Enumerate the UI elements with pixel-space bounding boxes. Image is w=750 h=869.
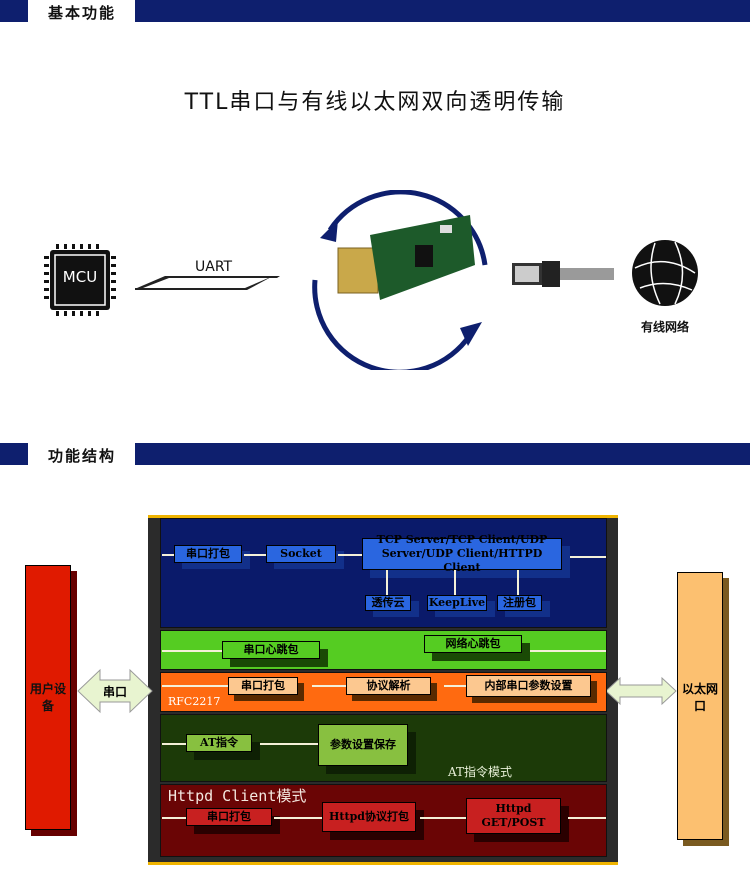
- arrow: [530, 650, 606, 652]
- arrow: [162, 685, 228, 687]
- arrow: [454, 570, 456, 595]
- network-heartbeat-box: 网络心跳包: [424, 635, 522, 653]
- cloud-box: 透传云: [365, 595, 411, 611]
- globe-network-icon: [632, 240, 698, 306]
- arrow: [162, 743, 186, 745]
- protocols-line2: Server/UDP Client/HTTPD Client: [381, 547, 543, 574]
- overview-title: TTL串口与有线以太网双向透明传输: [184, 90, 566, 115]
- header-marker: [0, 0, 28, 22]
- get-post-line1: Httpd: [495, 802, 532, 816]
- module-cycle-icon: [312, 190, 488, 370]
- section-title-structure: 功能结构: [48, 447, 117, 465]
- register-box: 注册包: [497, 595, 542, 611]
- arrow: [570, 556, 606, 558]
- serial-pack-box: 串口打包: [174, 545, 242, 563]
- rfc2217-label: RFC2217: [168, 695, 221, 708]
- section-title-basic: 基本功能: [48, 4, 117, 22]
- ethernet-cable-icon: [512, 261, 614, 287]
- header-bar: [135, 0, 750, 22]
- arrow: [162, 650, 222, 652]
- socket-label: Socket: [280, 547, 322, 561]
- httpd-protocol-pack-box: Httpd协议打包: [322, 802, 416, 832]
- serial-settings-box: 内部串口参数设置: [466, 675, 591, 697]
- uart-label: UART: [195, 259, 233, 275]
- user-device-label: 用户设备: [29, 682, 66, 713]
- protocols-line1: TCP Server/TCP Client/UDP: [376, 533, 548, 547]
- arrow: [517, 570, 519, 595]
- arrow: [444, 685, 466, 687]
- arrow: [162, 554, 176, 556]
- arrow: [568, 817, 606, 819]
- arrow: [420, 817, 466, 819]
- mcu-chip-icon: [44, 244, 116, 316]
- rfc-serial-pack-box: 串口打包: [228, 677, 298, 695]
- protocol-parse-box: 协议解析: [346, 677, 431, 695]
- serial-port-label: 串口: [102, 685, 127, 699]
- socket-box: Socket: [266, 545, 336, 563]
- arrow: [260, 743, 318, 745]
- get-post-line2: GET/POST: [481, 816, 546, 829]
- uart-link-icon: [135, 276, 280, 290]
- httpd-serial-pack-box: 串口打包: [186, 808, 272, 826]
- ethernet-port-label: 以太网口: [681, 682, 718, 713]
- network-label: 有线网络: [640, 320, 689, 334]
- serial-double-arrow-icon: [77, 668, 153, 714]
- arrow: [338, 554, 362, 556]
- ethernet-double-arrow-icon: [605, 676, 677, 706]
- header-marker: [0, 443, 28, 465]
- serial-heartbeat-box: 串口心跳包: [222, 641, 320, 659]
- protocols-box: TCP Server/TCP Client/UDP Server/UDP Cli…: [362, 533, 562, 574]
- arrow: [386, 570, 388, 595]
- httpd-mode-label: Httpd Client模式: [168, 787, 307, 805]
- arrow: [162, 817, 186, 819]
- get-post-box: Httpd GET/POST: [466, 798, 561, 834]
- at-command-box: AT指令: [186, 734, 252, 752]
- user-device-block: [25, 565, 71, 830]
- at-mode-label: AT指令模式: [448, 765, 513, 779]
- save-settings-box: 参数设置保存: [318, 724, 408, 766]
- mcu-label: MCU: [62, 268, 98, 286]
- header-bar: [135, 443, 750, 465]
- arrow: [274, 817, 322, 819]
- ethernet-port-block: [677, 572, 723, 840]
- arrow: [312, 685, 346, 687]
- keeplive-box: KeepLive: [427, 595, 487, 611]
- arrow: [244, 554, 266, 556]
